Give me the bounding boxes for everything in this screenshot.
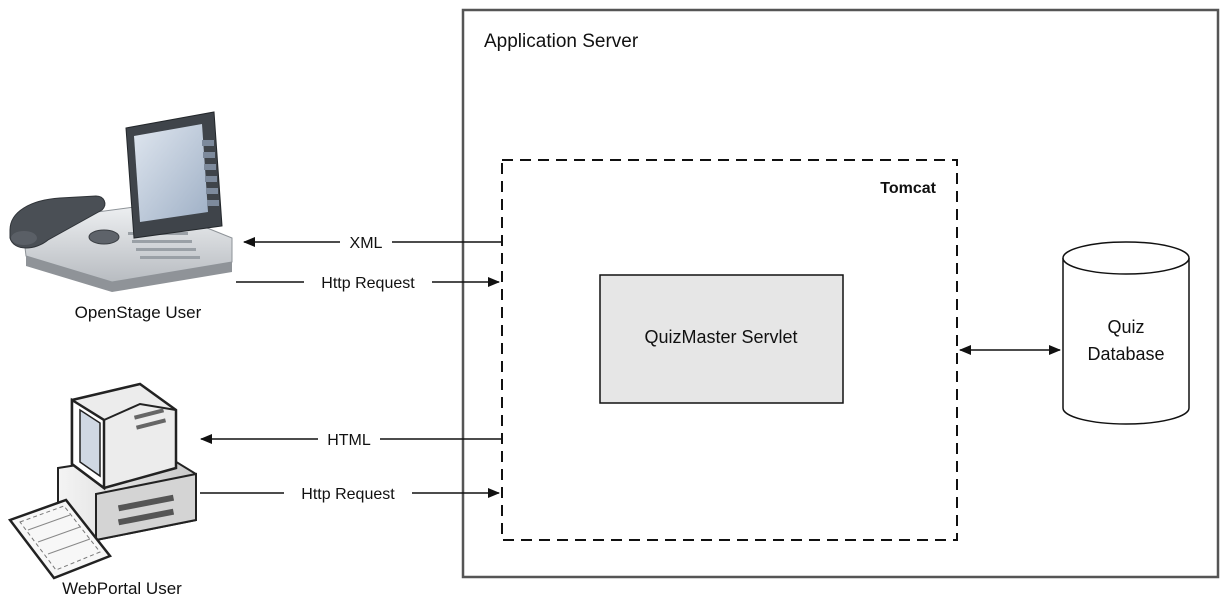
computer-icon [7, 382, 197, 580]
openstage-request-label: Http Request [321, 275, 415, 292]
desk-phone-icon [9, 111, 233, 292]
xml-response-label: XML [350, 235, 383, 252]
application-server-box [461, 8, 1220, 579]
quiz-database-cylinder [1062, 241, 1190, 425]
tomcat-container [501, 159, 958, 541]
html-response-label: HTML [327, 432, 371, 449]
webportal-user-label: WebPortal User [62, 579, 182, 598]
quiz-database-label-line2: Database [1087, 344, 1164, 364]
openstage-request-label-bg [304, 271, 432, 293]
openstage-user-label: OpenStage User [75, 303, 202, 322]
html-label-bg [318, 428, 380, 450]
webportal-request-label-bg [284, 482, 412, 504]
quiz-database-label-line1: Quiz [1107, 317, 1144, 337]
application-server-title: Application Server [484, 31, 639, 52]
tomcat-title: Tomcat [880, 180, 936, 197]
webportal-request-label: Http Request [301, 486, 395, 503]
quizmaster-servlet-box [599, 274, 844, 404]
quizmaster-servlet-label: QuizMaster Servlet [644, 327, 797, 347]
xml-label-bg [340, 231, 392, 253]
